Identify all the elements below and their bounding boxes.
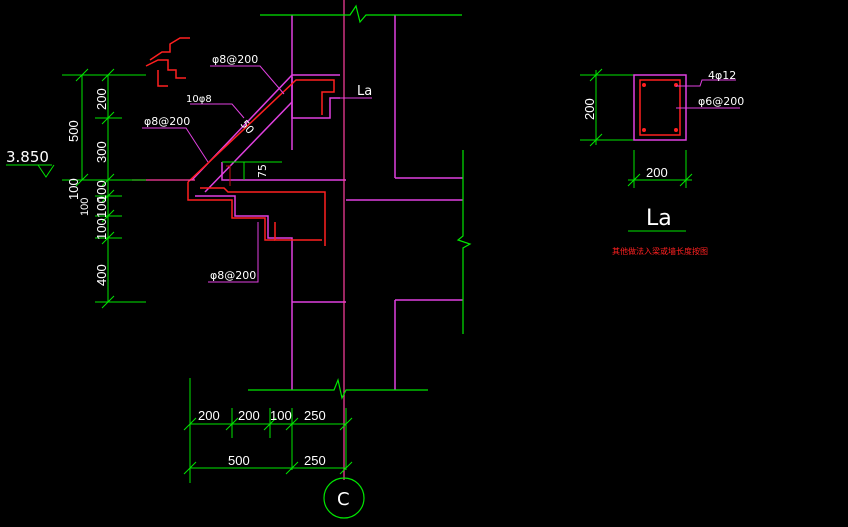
annotation-texts: φ8@200 10φ8 φ8@200 φ8@200 La 50 75 3.850… xyxy=(6,53,744,510)
vertical-dim-chain xyxy=(62,68,146,309)
vdim-100b: 100 xyxy=(94,196,109,218)
section-detail xyxy=(580,68,740,232)
vdim-side-100: 100 xyxy=(79,198,91,216)
rebar-left-label: φ8@200 xyxy=(144,115,190,128)
wall-outlines xyxy=(191,15,463,390)
hdim-200a: 200 xyxy=(198,408,220,423)
rebar-inner xyxy=(226,165,231,186)
vdim-100a: 100 xyxy=(94,180,109,202)
rebar-top-label: φ8@200 xyxy=(212,53,258,66)
hdim-200b: 200 xyxy=(238,408,260,423)
section-title: La xyxy=(646,206,672,231)
hdim-250a: 250 xyxy=(304,408,326,423)
bottom-dim-lines xyxy=(183,378,353,483)
hdim-100: 100 xyxy=(270,408,292,423)
dim-75 xyxy=(222,161,282,180)
vdim-100c: 100 xyxy=(94,218,109,240)
axis-bubble xyxy=(323,477,365,519)
elevation-label: 3.850 xyxy=(6,148,49,166)
leader-lines xyxy=(142,65,372,283)
section-height-dim: 200 xyxy=(582,98,597,120)
small-dim-label: 75 xyxy=(256,164,269,178)
axis-label: C xyxy=(337,489,350,510)
break-lines xyxy=(248,4,472,400)
vdim-300: 300 xyxy=(94,141,109,163)
vdim-400: 400 xyxy=(94,264,109,286)
anchor-length-label: La xyxy=(357,84,372,99)
elevation-mark xyxy=(6,164,55,178)
rebar-count-label: 10φ8 xyxy=(186,94,212,105)
vdim-total-100: 100 xyxy=(66,178,81,200)
vdim-total-500: 500 xyxy=(66,120,81,142)
rebar-bottom-label: φ8@200 xyxy=(210,269,256,282)
section-stirrups: φ6@200 xyxy=(698,95,744,108)
rebar-lines xyxy=(145,37,335,246)
hdim-250b: 250 xyxy=(304,453,326,468)
section-main-bars: 4φ12 xyxy=(708,69,736,82)
section-width-dim: 200 xyxy=(646,165,668,180)
hdim-500: 500 xyxy=(228,453,250,468)
vdim-200: 200 xyxy=(94,88,109,110)
section-note: 其他做法入梁或墙长度按图 xyxy=(612,246,708,256)
